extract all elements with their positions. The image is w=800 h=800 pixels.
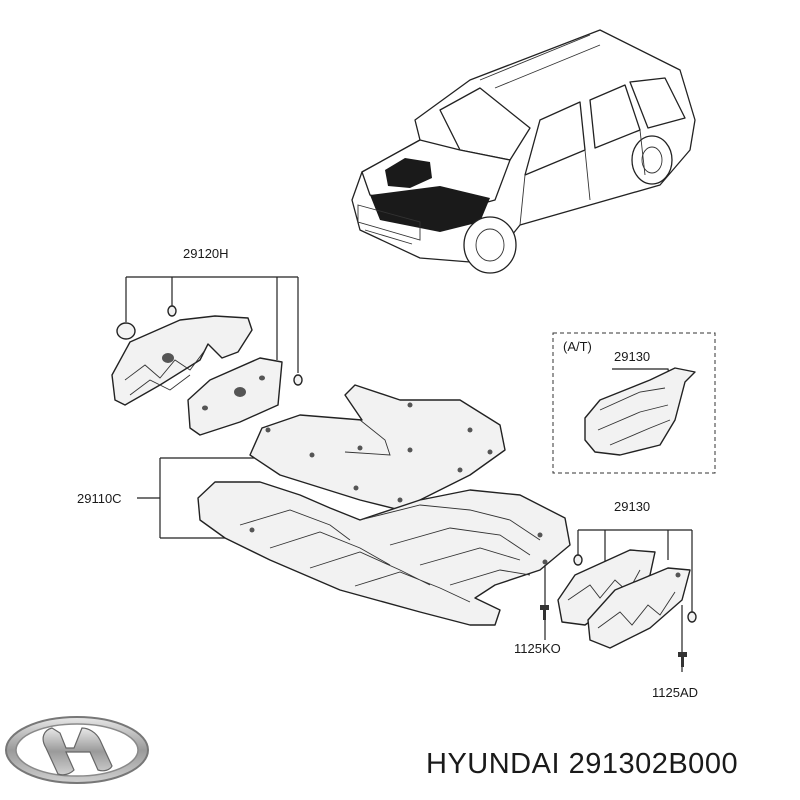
main-cover-group-29110c: 29110C 1125KO	[77, 384, 571, 656]
label-1125ad: 1125AD	[652, 685, 698, 700]
label-29120h: 29120H	[183, 246, 229, 261]
label-at-note: (A/T)	[563, 339, 592, 354]
label-at-29130: 29130	[614, 349, 650, 364]
label-29110c: 29110C	[77, 491, 122, 506]
at-variant-box: (A/T) 29130	[552, 332, 716, 474]
label-1125ko: 1125KO	[514, 641, 561, 656]
side-cover-group-29130: 29130 1125AD	[557, 499, 698, 700]
hyundai-logo-icon	[5, 716, 149, 784]
bracket-group-29120h: 29120H	[111, 246, 303, 436]
brand-part-number: HYUNDAI 291302B000	[426, 748, 738, 780]
label-29130-side: 29130	[614, 499, 650, 514]
suv-vehicle-illustration	[351, 29, 696, 274]
